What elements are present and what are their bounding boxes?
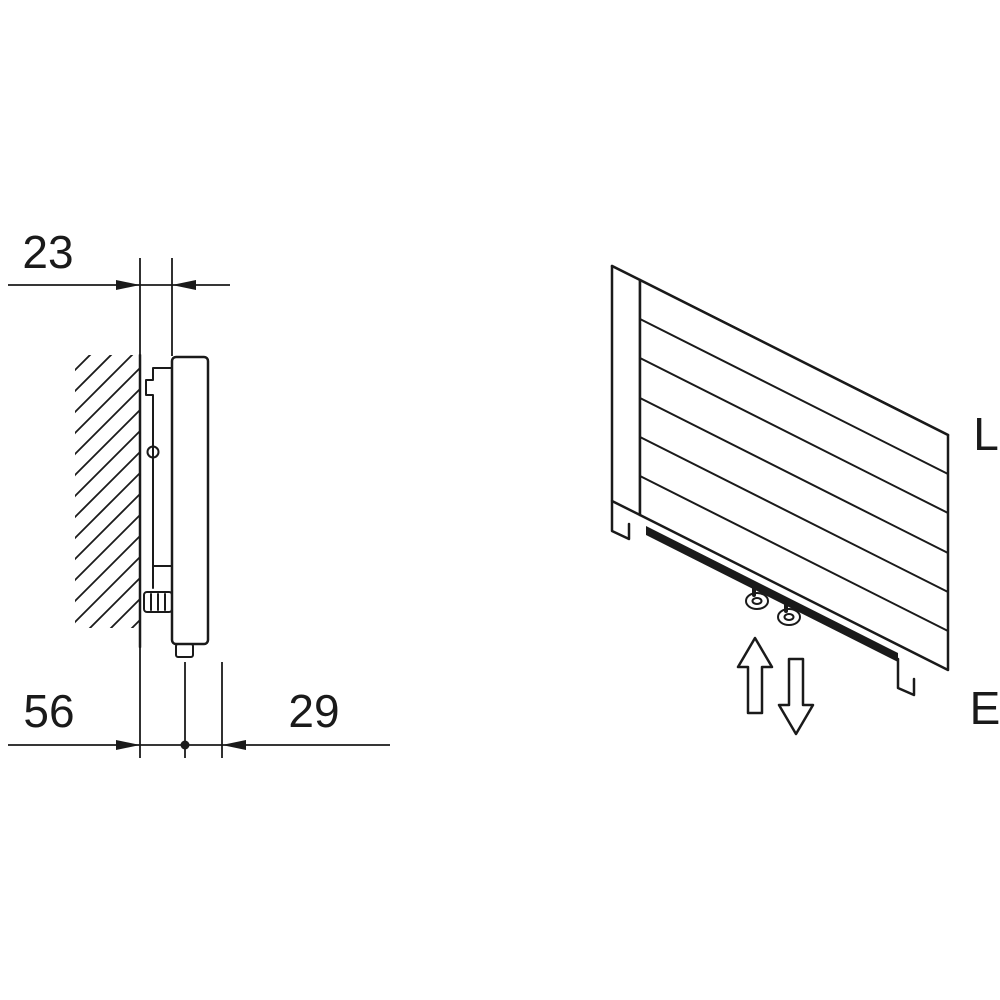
slat-divider-line (639, 357, 949, 514)
hatch-line (68, 278, 146, 356)
hatch-line (75, 355, 92, 372)
hatch-line (109, 597, 140, 628)
arrowhead-left (172, 280, 196, 290)
mounting-bracket (145, 367, 173, 589)
slat-divider-line (639, 397, 949, 554)
valve-ring-inner (751, 597, 763, 605)
valve-body (143, 591, 173, 613)
arrowhead-left (222, 740, 246, 750)
hatch-line (75, 555, 140, 624)
isometric-view: L E (610, 264, 1000, 736)
hatch-line (88, 576, 140, 628)
slat-lines (639, 318, 949, 632)
hatch-line (75, 366, 140, 435)
label-E: E (970, 682, 1000, 734)
dim-label-29: 29 (288, 685, 339, 737)
arrowhead-right (116, 740, 140, 750)
hatch-line (75, 513, 140, 582)
side-view: 23 56 29 (8, 226, 390, 758)
dim-label-56: 56 (23, 685, 74, 737)
bracket-screw (146, 445, 160, 459)
wall-hatching (68, 278, 146, 713)
radiator-left-face (610, 264, 642, 517)
hatch-line (75, 429, 140, 498)
flow-up-arrow (736, 636, 774, 715)
slat-divider-line (639, 318, 949, 475)
flow-down-arrow (777, 657, 815, 736)
hatch-line (75, 355, 113, 393)
hatch-line (130, 618, 140, 628)
valve-ring-outer (777, 608, 801, 626)
bracket-top-hook (145, 367, 173, 589)
valve-ring-outer (745, 592, 769, 610)
dimension-56-29: 56 29 (8, 648, 390, 758)
dimension-23: 23 (8, 226, 230, 356)
drain-plug (175, 643, 194, 658)
valve-ring-inner (783, 613, 795, 621)
left-foot-bracket (610, 499, 631, 541)
dim-label-23: 23 (22, 226, 73, 278)
dimension-dot (180, 740, 190, 750)
bottom-rail (646, 526, 898, 662)
arrowhead-right (116, 280, 140, 290)
valve-connections (745, 584, 801, 626)
slat-divider-line (639, 475, 949, 632)
radiator-panel-profile (170, 355, 210, 646)
hatch-line (75, 387, 140, 456)
hatch-line (68, 635, 146, 713)
hatch-line (75, 534, 140, 603)
slat-divider-line (639, 436, 949, 593)
hatch-line (75, 492, 140, 561)
hatch-line (75, 450, 140, 519)
hatch-line (75, 355, 134, 414)
label-L: L (973, 408, 999, 460)
valve-connection (143, 591, 173, 613)
hatch-line (75, 408, 140, 477)
right-foot-bracket (896, 657, 916, 697)
hatch-line (75, 471, 140, 540)
